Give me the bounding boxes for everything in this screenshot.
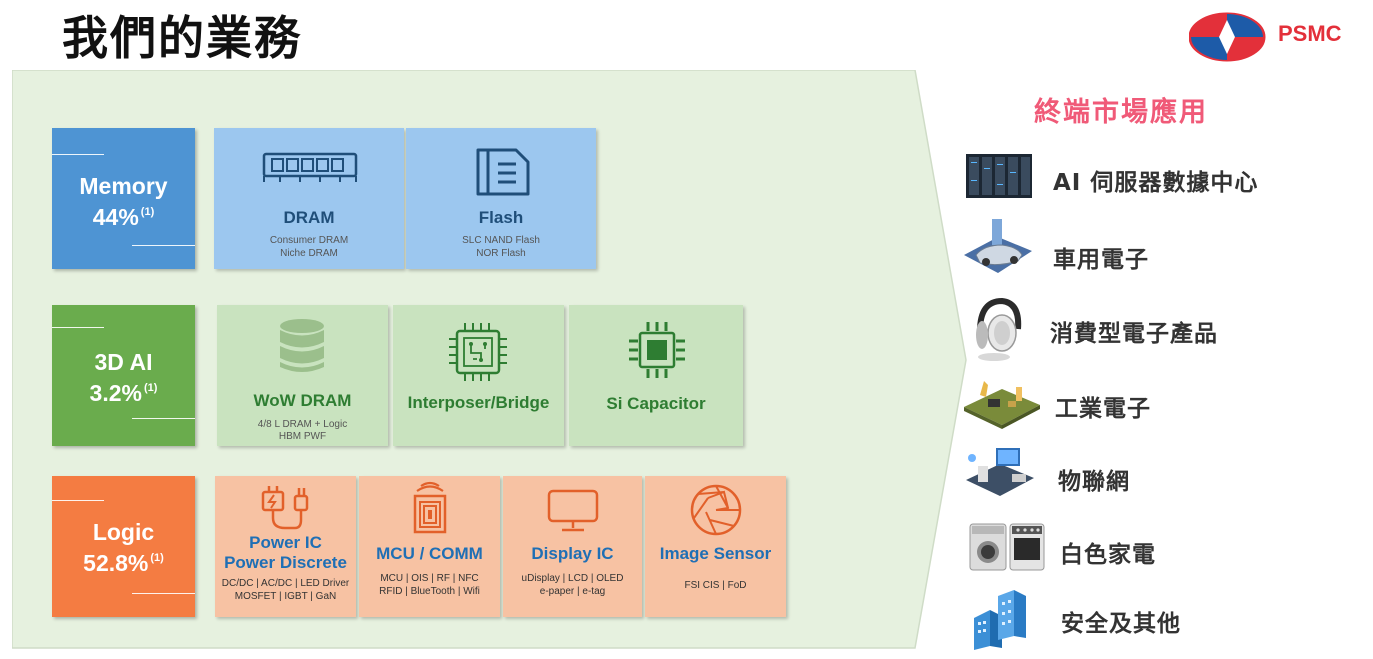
product-power-discrete-label: Power Discrete [224, 553, 347, 572]
product-mcu-comm-sub2: RFID | BlueTooth | Wifi [379, 586, 480, 597]
product-wow-dram[interactable]: WoW DRAM 4/8 L DRAM + Logic HBM PWF [217, 305, 388, 446]
charger-plug-icon [261, 486, 309, 530]
footnote-marker: (1) [140, 206, 155, 218]
product-display-ic[interactable]: Display IC uDisplay | LCD | OLED e-paper… [503, 476, 642, 617]
page-title: 我們的業務 [62, 11, 302, 65]
market-automotive: 車用電子 [1053, 247, 1149, 273]
product-dram[interactable]: DRAM Consumer DRAM Niche DRAM [214, 128, 404, 269]
market-ai-server: AI 伺服器數據中心 [1053, 170, 1259, 196]
product-dram-label: DRAM [283, 208, 335, 227]
market-iot: 物聯網 [1058, 469, 1130, 495]
logo-text: PSMC [1278, 21, 1342, 46]
market-security-other: 安全及其他 [1061, 611, 1181, 637]
footnote-marker: (1) [150, 552, 164, 564]
product-image-sensor-label: Image Sensor [659, 544, 772, 563]
appliances-icon [969, 523, 1045, 571]
aperture-icon [690, 484, 742, 536]
smart-home-icon [966, 448, 1034, 496]
buildings-icon [974, 590, 1026, 650]
product-power-ic[interactable]: Power IC Power Discrete DC/DC | AC/DC | … [215, 476, 356, 617]
market-consumer-electronics: 消費型電子產品 [1050, 321, 1218, 347]
psmc-logo [1189, 12, 1364, 62]
database-icon [280, 319, 324, 372]
product-interposer-label: Interposer/Bridge [407, 393, 550, 412]
car-icon [964, 219, 1032, 273]
product-wow-dram-sub1: 4/8 L DRAM + Logic [257, 419, 348, 430]
category-memory-name: Memory [79, 173, 168, 199]
product-power-ic-sub1: DC/DC | AC/DC | LED Driver [221, 578, 350, 589]
product-mcu-comm[interactable]: MCU / COMM MCU | OIS | RF | NFC RFID | B… [359, 476, 500, 617]
product-si-capacitor[interactable]: Si Capacitor [569, 305, 743, 446]
category-logic[interactable]: Logic 52.8%(1) [52, 476, 195, 617]
circuit-board-icon [964, 381, 1040, 429]
product-dram-sub2: Niche DRAM [280, 248, 338, 259]
product-power-ic-sub2: MOSFET | IGBT | GaN [234, 591, 337, 602]
product-display-ic-sub2: e-paper | e-tag [539, 586, 606, 597]
product-display-ic-sub1: uDisplay | LCD | OLED [521, 573, 624, 584]
product-image-sensor[interactable]: Image Sensor FSI CIS | FoD [645, 476, 786, 617]
category-3d-ai[interactable]: 3D AI 3.2%(1) [52, 305, 195, 446]
product-display-ic-label: Display IC [531, 544, 614, 563]
dram-module-icon [262, 152, 358, 182]
product-flash[interactable]: Flash SLC NAND Flash NOR Flash [406, 128, 596, 269]
product-flash-sub2: NOR Flash [476, 248, 526, 259]
product-flash-sub1: SLC NAND Flash [462, 235, 540, 246]
product-flash-label: Flash [478, 208, 524, 227]
category-memory-percent: 44% [92, 204, 139, 230]
product-dram-sub1: Consumer DRAM [269, 235, 349, 246]
market-industrial: 工業電子 [1055, 396, 1151, 422]
category-logic-percent: 52.8% [83, 550, 149, 576]
circuit-chip-icon [449, 323, 507, 381]
psmc-emblem-icon [1189, 12, 1266, 62]
product-wow-dram-label: WoW DRAM [253, 391, 352, 410]
headphones-icon [976, 297, 1022, 361]
server-rack-icon [966, 154, 1032, 198]
footnote-marker: (1) [143, 382, 158, 394]
category-memory[interactable]: Memory 44%(1) [52, 128, 195, 269]
sd-card-icon [476, 148, 530, 196]
product-interposer-bridge[interactable]: Interposer/Bridge [393, 305, 564, 446]
category-logic-name: Logic [92, 519, 155, 545]
product-wow-dram-sub2: HBM PWF [278, 431, 327, 442]
chip-icon [629, 322, 685, 378]
monitor-icon [547, 489, 599, 532]
category-3d-ai-percent: 3.2% [89, 380, 142, 406]
market-white-goods: 白色家電 [1060, 542, 1156, 568]
product-mcu-comm-sub1: MCU | OIS | RF | NFC [380, 573, 479, 584]
product-si-capacitor-label: Si Capacitor [606, 394, 706, 413]
product-power-ic-label: Power IC [249, 533, 322, 552]
markets-title: 終端市場應用 [1034, 97, 1208, 128]
product-mcu-comm-label: MCU / COMM [376, 544, 483, 563]
product-image-sensor-sub1: FSI CIS | FoD [684, 580, 747, 591]
category-3d-ai-name: 3D AI [94, 349, 153, 375]
nfc-icon [413, 481, 447, 534]
